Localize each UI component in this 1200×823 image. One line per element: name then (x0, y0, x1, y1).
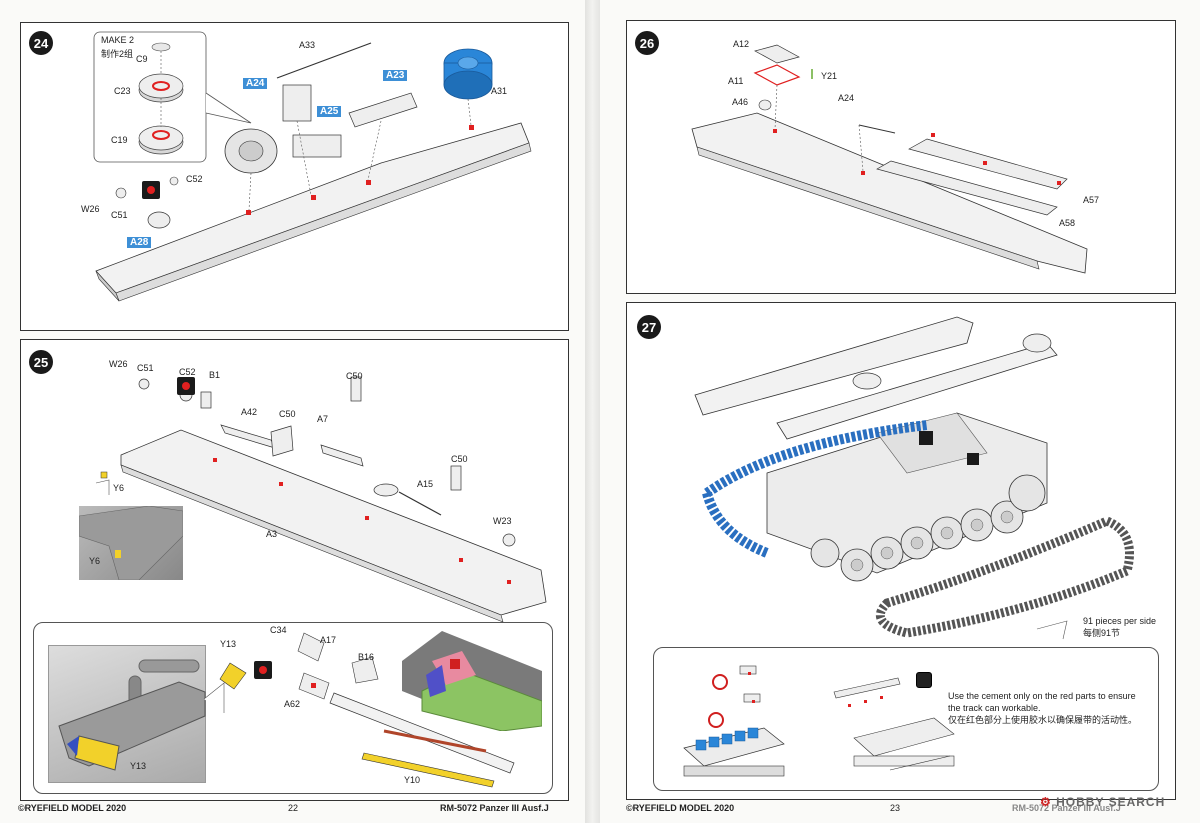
make2-inset-bubble (93, 31, 252, 163)
step-24-panel: 24 MAKE 2 制作2组 C9 C23 C19 (20, 22, 569, 331)
part-label-highlight: A28 (127, 237, 152, 248)
photoetch-detail-bubble: Y13 Y13 C34 A17 B16 A62 Y10 (33, 622, 553, 794)
cement-icon (916, 672, 932, 688)
part-label: A58 (1059, 218, 1076, 228)
step-number: 25 (29, 350, 53, 374)
cement-instruction-en-2: the track can workable. (948, 703, 1041, 713)
part-label: A42 (241, 407, 258, 417)
right-page: 26 A12 Y21 (600, 0, 1200, 823)
inset-title: MAKE 2 (101, 35, 135, 45)
part-label: W26 (109, 359, 128, 369)
part-label: Y6 (89, 556, 101, 566)
part-label: A12 (733, 39, 750, 49)
cement-instruction-en-1: Use the cement only on the red parts to … (948, 691, 1136, 701)
footer-title: RM-5072 Panzer III Ausf.J (1012, 803, 1121, 813)
y13-reference-photo (48, 645, 206, 783)
track-count-en: 91 pieces per side (1083, 616, 1157, 626)
part-label: A33 (299, 40, 316, 50)
glue-warning-icon (254, 661, 272, 679)
part-label: A17 (320, 635, 337, 645)
step-25-panel: 25 (20, 339, 569, 801)
no-cement-icon (712, 674, 728, 690)
part-label: C50 (346, 371, 363, 381)
part-label: C51 (137, 363, 154, 373)
left-page: 24 MAKE 2 制作2组 C9 C23 C19 (0, 0, 586, 823)
watermark-text: HOBBY SEARCH (1056, 795, 1166, 809)
part-label: A7 (317, 414, 329, 424)
part-label: A3 (266, 529, 278, 539)
part-label: A15 (417, 479, 434, 489)
part-label: Y21 (821, 71, 838, 81)
green-fender-reference-photo (402, 631, 542, 731)
part-label: A62 (284, 699, 301, 709)
part-label: C34 (270, 625, 287, 635)
part-label: C52 (179, 367, 196, 377)
track-count-note: 91 pieces per side 每侧91节 (1083, 615, 1156, 639)
glue-warning-icon (177, 377, 195, 395)
part-label-highlight: A23 (383, 70, 408, 81)
part-label: A46 (732, 97, 749, 107)
footer-title: RM-5072 Panzer III Ausf.J (440, 803, 549, 813)
part-label: Y10 (404, 775, 421, 785)
part-label: A31 (491, 86, 508, 96)
step-number: 26 (635, 31, 659, 55)
track-link-detail-bubble: Use the cement only on the red parts to … (653, 647, 1159, 791)
part-label: W23 (493, 516, 512, 526)
step-number: 24 (29, 31, 53, 55)
part-label: C23 (114, 86, 131, 96)
footer-brand: ©RYEFIELD MODEL 2020 (18, 803, 127, 813)
glue-warning-icon (142, 181, 160, 199)
page-number: 22 (288, 803, 299, 813)
page-gutter (585, 0, 600, 823)
part-label: C50 (451, 454, 468, 464)
part-label: A57 (1083, 195, 1100, 205)
track-count-cn: 每侧91节 (1083, 628, 1121, 638)
part-label-highlight: A25 (317, 106, 342, 117)
part-label: Y6 (113, 483, 125, 493)
fender-assembly-drawing (95, 42, 532, 302)
part-label: A11 (728, 76, 744, 86)
step-27-panel: 27 (626, 302, 1176, 800)
part-label: C51 (111, 210, 128, 220)
watermark-mark-icon: ⚙ (1040, 795, 1052, 809)
part-label: Y13 (130, 761, 147, 771)
footer-brand: ©RYEFIELD MODEL 2020 (626, 803, 735, 813)
part-label: W26 (81, 204, 100, 214)
fender-top-drawing (691, 44, 1088, 274)
step-number: 27 (637, 315, 661, 339)
no-cement-icon (708, 712, 724, 728)
step-26-panel: 26 A12 Y21 (626, 20, 1176, 294)
part-label: A24 (838, 93, 855, 103)
part-label: B16 (358, 652, 375, 662)
part-label: B1 (209, 370, 221, 380)
y6-reference-photo (79, 506, 183, 580)
inset-subtitle: 制作2组 (101, 49, 134, 59)
part-label: Y13 (220, 639, 237, 649)
page-number: 23 (890, 803, 901, 813)
cement-instruction: Use the cement only on the red parts to … (948, 690, 1137, 726)
part-label: C19 (111, 135, 128, 145)
fender-underside-drawing (95, 376, 547, 623)
part-label-highlight: A24 (243, 78, 268, 89)
part-label: C52 (186, 174, 203, 184)
cement-instruction-cn: 仅在红色部分上使用胶水以确保履带的活动性。 (948, 715, 1138, 725)
watermark-logo: ⚙ HOBBY SEARCH (1040, 795, 1165, 809)
hull-track-assembly-drawing (694, 316, 1134, 640)
part-label: C50 (279, 409, 296, 419)
part-label: C9 (136, 54, 148, 64)
